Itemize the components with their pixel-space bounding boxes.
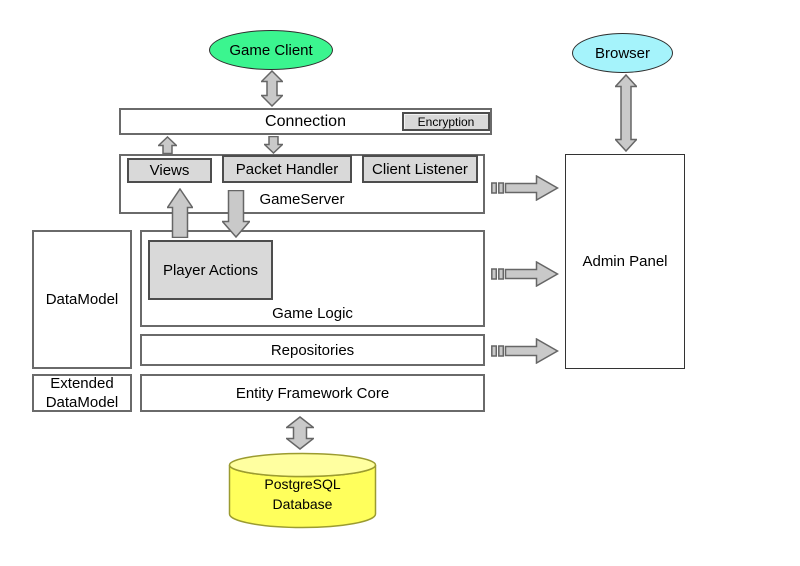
views-node: Views [127,158,212,183]
admin-panel-node: Admin Panel [565,154,685,369]
encryption-label: Encryption [417,114,475,129]
encryption-node: Encryption [402,112,490,131]
player-actions-label: Player Actions [162,261,259,279]
browser-label: Browser [594,44,650,62]
entity-framework-core-label: Entity Framework Core [235,384,390,402]
data-model-node: DataModel [32,230,132,369]
client-listener-label: Client Listener [372,160,468,178]
database-label-line1: PostgreSQL [264,476,341,492]
player-actions-node: Player Actions [148,240,273,300]
browser-admin-panel-arrow-icon [615,74,637,152]
packet-handler-node: Packet Handler [222,155,352,183]
database-label-line2: Database [272,496,333,512]
database-node: PostgreSQL Database [228,474,377,514]
gamelogic-to-admin-arrow-icon [491,261,559,287]
client-listener-node: Client Listener [362,155,478,183]
data-model-label: DataModel [45,291,119,308]
extended-data-model-label-line1: Extended [50,375,114,392]
extended-data-model-label-line2: DataModel [45,394,119,411]
game-client-node: Game Client [209,30,333,70]
gameserver-to-connection-arrow-icon [158,136,177,154]
packet-handler-label: Packet Handler [235,160,339,178]
repositories-label: Repositories [270,341,355,359]
game-logic-label: Game Logic [272,305,353,322]
extended-data-model-node: Extended DataModel [32,374,132,412]
game-client-connection-arrow-icon [261,70,283,107]
admin-panel-label: Admin Panel [582,253,668,270]
browser-node: Browser [572,33,673,73]
database-cylinder-icon [228,452,377,529]
gameserver-to-admin-arrow-icon [491,175,559,201]
connection-label: Connection [265,112,346,130]
repositories-to-admin-arrow-icon [491,338,559,364]
entity-framework-core-node: Entity Framework Core [140,374,485,412]
gamelogic-to-views-arrow-icon [167,188,193,238]
connection-to-gameserver-arrow-icon [264,136,283,154]
views-label: Views [149,162,190,179]
efcore-database-arrow-icon [286,416,314,450]
repositories-node: Repositories [140,334,485,366]
packethandler-to-playeractions-arrow-icon [222,190,250,238]
game-client-label: Game Client [229,41,313,59]
game-server-label: GameServer [259,191,345,208]
